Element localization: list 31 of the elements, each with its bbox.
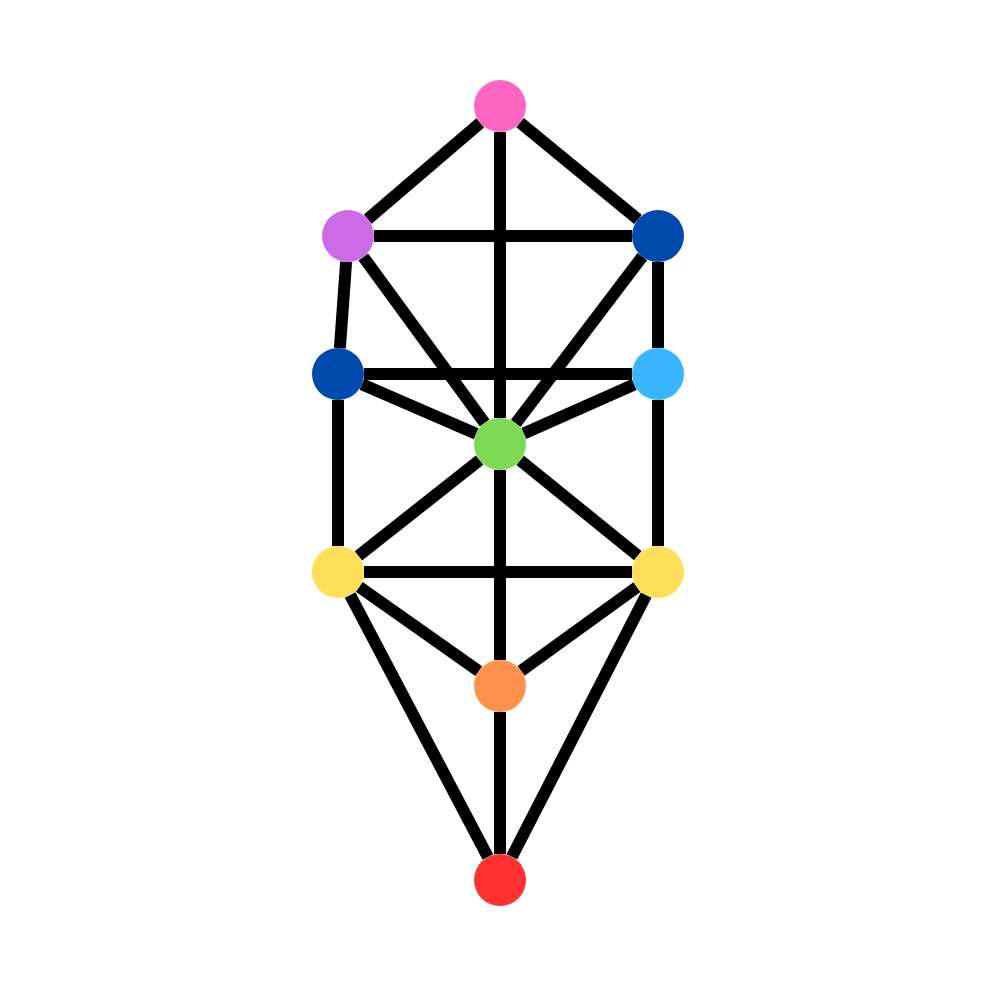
circle-node: [632, 348, 684, 400]
connector-line: [354, 455, 484, 561]
connector-line: [521, 379, 637, 439]
connector-line: [516, 117, 642, 225]
connector-line: [510, 253, 648, 427]
connector-line: [333, 261, 353, 349]
circle-node: [474, 80, 526, 132]
connector-line: [364, 566, 632, 578]
connector-line: [355, 582, 483, 676]
connector-line: [506, 592, 652, 860]
connector-line: [359, 378, 479, 440]
connector-line: [494, 470, 506, 660]
circle-node: [474, 660, 526, 712]
circle-node: [322, 210, 374, 262]
connector-line: [374, 230, 632, 242]
circle-node: [312, 348, 364, 400]
connector-line: [652, 262, 664, 348]
connector-line: [358, 253, 490, 427]
connector-line: [516, 455, 642, 561]
connector-line: [344, 592, 494, 860]
connector-line: [494, 712, 506, 854]
connector-line: [332, 400, 344, 546]
connector-line: [652, 400, 664, 546]
circle-node: [312, 546, 364, 598]
connector-line: [363, 118, 485, 224]
connector-line: [494, 132, 506, 418]
circle-node: [632, 210, 684, 262]
connector-line: [364, 368, 632, 380]
circle-node: [474, 854, 526, 906]
circle-node: [632, 546, 684, 598]
connector-line: [517, 582, 641, 676]
